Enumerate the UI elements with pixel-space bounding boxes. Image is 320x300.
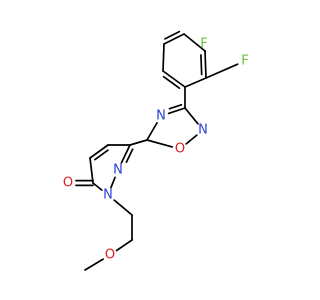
atom-label-f2: F [241,54,248,69]
double-bond-b6-b1-inner [164,30,181,40]
double-bond-b2-b3 [204,50,207,79]
single-bond-n_pyr_b-ch2a [113,199,133,216]
atom-label-n_pyr_b: N [103,188,113,203]
double-bond-b4-b5-inner [162,75,181,90]
atom-label-o_carbonyl: O [63,176,73,191]
atom-label-o_ring: O [175,142,185,157]
single-bond-b3-b4 [184,77,207,88]
single-bond-ox_c5-p6 [129,139,148,146]
double-bond-b4-b5 [162,70,186,88]
atom-label-n_ring_a: N [156,109,166,124]
single-bond-n_pyr_a-n_pyr_b [110,176,116,189]
double-bond-p6-n_pyr_a-inner [125,148,134,163]
single-bond-ch2b-o_ether [115,239,133,252]
single-bond-b3-f2 [205,63,239,79]
single-bond-p3-n_pyr_b [92,182,103,191]
single-bond-n_ring_a-ox_c5 [146,122,158,141]
single-bond-n_ring_b-ox_c3 [184,107,199,125]
double-bond-ox_c3-n_ring_a [167,107,186,115]
single-bond-b5-b6 [162,43,165,72]
double-bond-p5-p4 [89,144,109,159]
double-bond-p5-p4-inner [94,149,109,161]
single-bond-ox_c5-o_ring [146,139,174,148]
double-bond-b6-b1 [163,33,185,45]
atom-label-n_pyr_a: N [113,163,123,178]
atom-label-n_ring_b: N [198,123,208,138]
single-bond-p4-p3 [89,157,94,184]
single-bond-o_ring-n_ring_b [185,134,198,145]
double-bond-ox_c3-n_ring_a-inner [168,103,183,110]
single-bond-o_ether-ch3 [84,258,104,271]
atom-label-o_ether: O [105,248,115,263]
double-bond-b2-b3-inner [200,54,203,76]
bond-layer [75,30,239,271]
atom-label-f1: F [200,37,207,52]
double-bond-p6-n_pyr_a [120,144,131,164]
single-bond-b1-b2 [183,33,206,52]
